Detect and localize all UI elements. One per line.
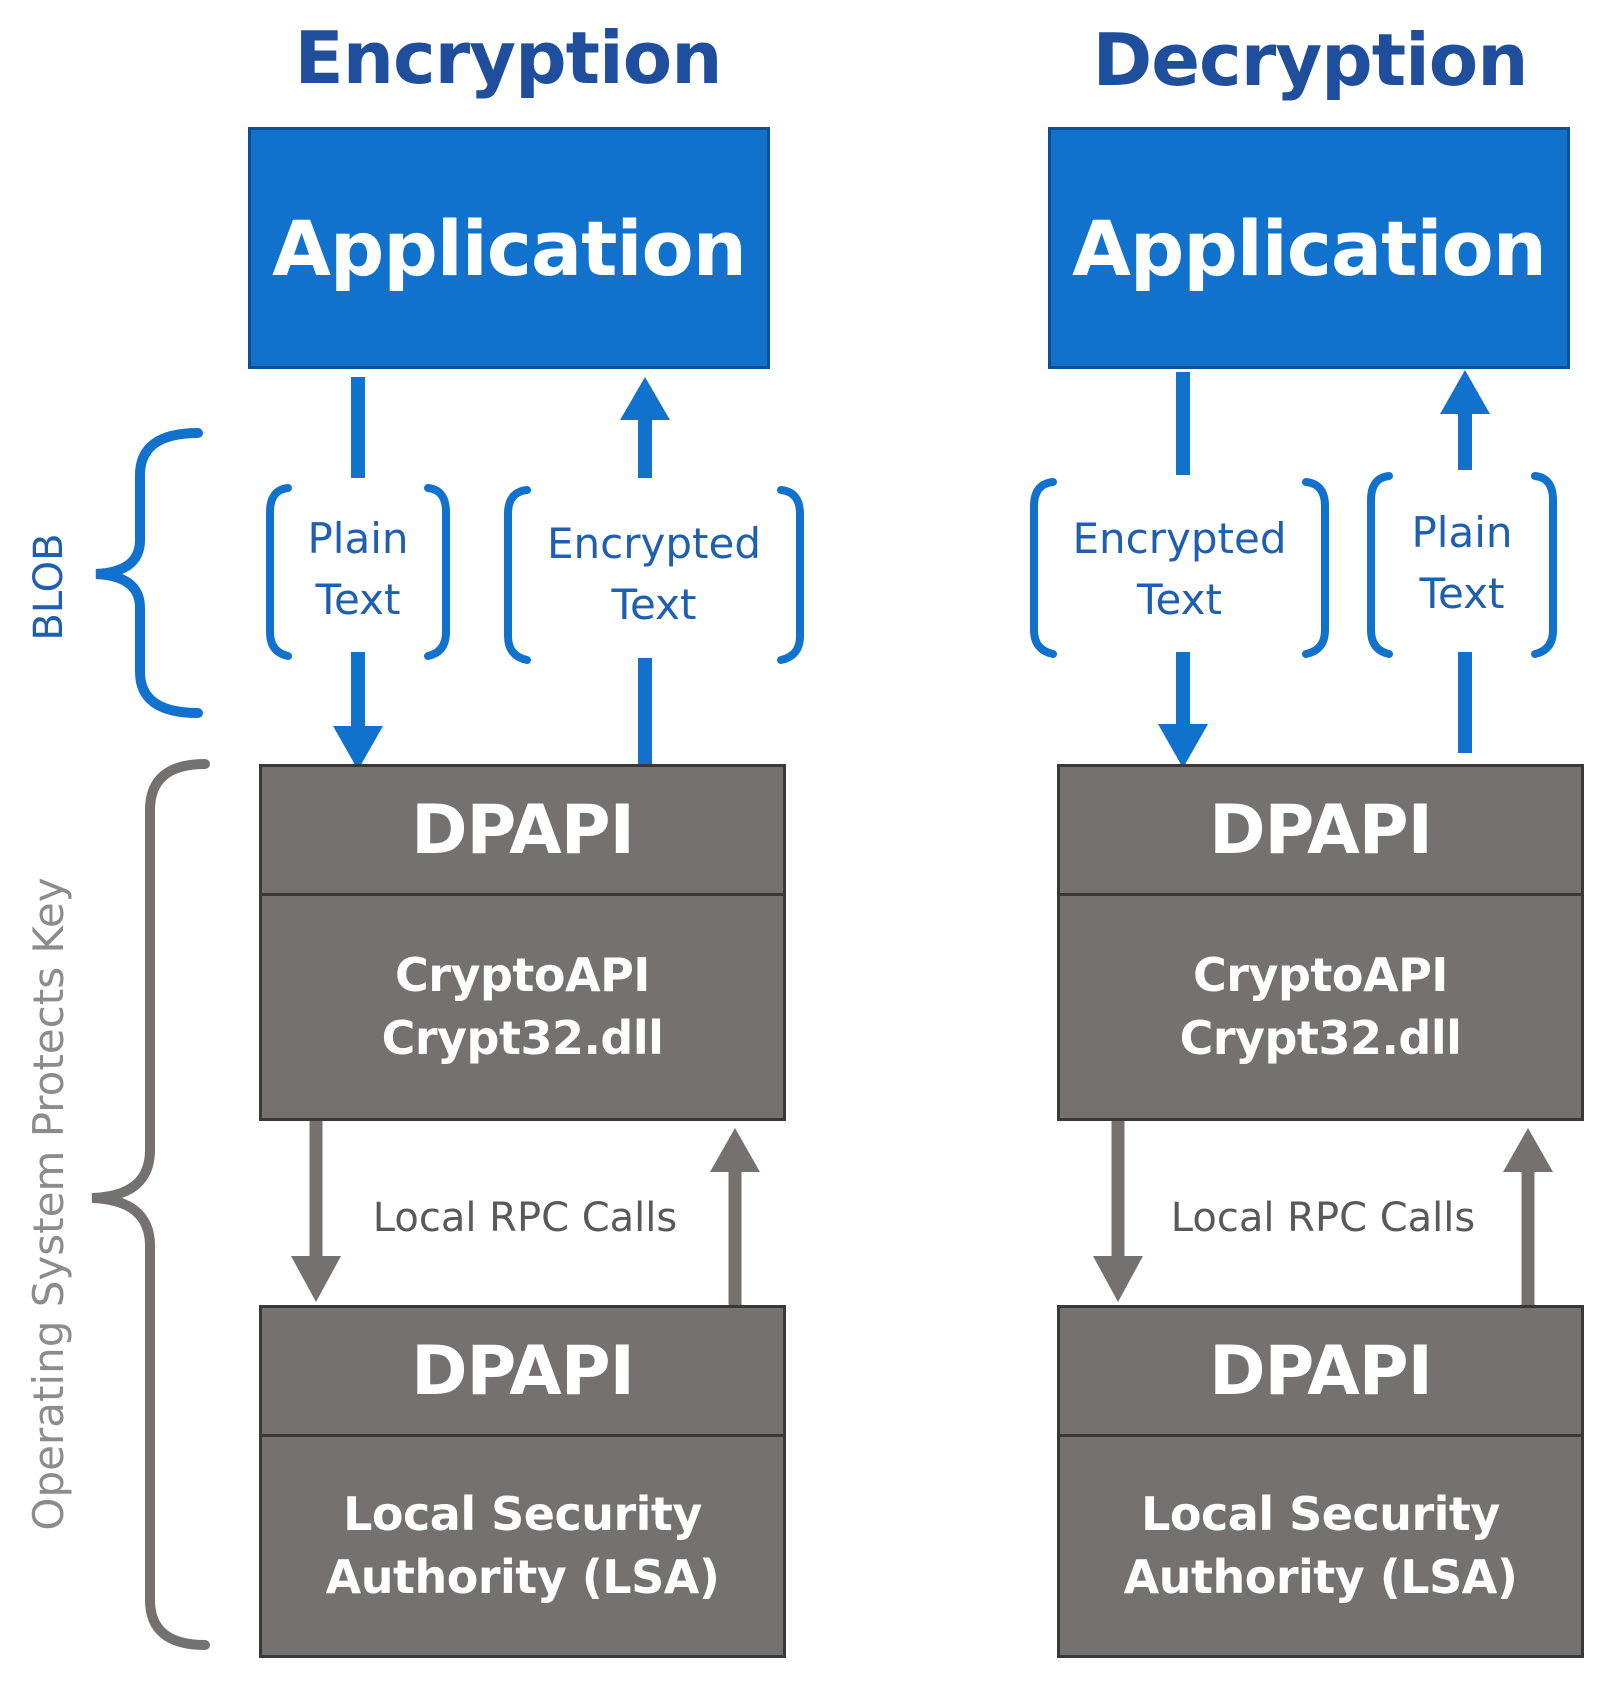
decryption-title: Decryption (1092, 18, 1528, 102)
dec-dpapi-bottom-label: DPAPI (1209, 1331, 1433, 1411)
enc-blob-plain-text: Plain Text (307, 514, 409, 624)
enc-dpapi-top-box: DPAPI (259, 764, 786, 896)
dec-up-arrow (1440, 370, 1490, 753)
dec-blob-encrypted-text: Encrypted Text (1072, 514, 1287, 624)
encryption-title: Encryption (294, 16, 723, 100)
enc-lsa-box: Local Security Authority (LSA) (259, 1434, 786, 1658)
dec-rpc-down-arrow (1093, 1120, 1143, 1302)
enc-up-arrow (620, 377, 670, 764)
dec-rpc-label: Local RPC Calls (1170, 1195, 1476, 1241)
dec-dpapi-bottom-box: DPAPI (1057, 1305, 1584, 1437)
dec-crypt32-label: Crypt32.dll (1179, 1011, 1462, 1065)
dec-cryptoapi-label: CryptoAPI (1193, 947, 1448, 1002)
dec-rpc-up-arrow (1503, 1128, 1553, 1305)
blob-brace (95, 428, 203, 718)
enc-dpapi-bottom-box: DPAPI (259, 1305, 786, 1437)
dec-blob-plain-text: Plain Text (1411, 508, 1513, 618)
dec-encrypted-parens (1030, 478, 1329, 658)
dec-application-box: Application (1048, 127, 1570, 369)
dec-dpapi-top-label: DPAPI (1209, 790, 1433, 870)
enc-plain-parens (266, 484, 450, 660)
dec-dpapi-top-box: DPAPI (1057, 764, 1584, 896)
dec-lsa-line2: Authority (LSA) (1123, 1550, 1518, 1604)
enc-lsa-line1: Local Security (343, 1486, 702, 1541)
dec-cryptoapi-box: CryptoAPI Crypt32.dll (1057, 893, 1584, 1121)
os-brace (91, 759, 210, 1650)
enc-blob-encrypted-text: Encrypted Text (547, 519, 761, 629)
enc-cryptoapi-box: CryptoAPI Crypt32.dll (259, 893, 786, 1121)
dec-application-label: Application (1072, 203, 1547, 293)
enc-application-box: Application (248, 127, 770, 369)
dec-lsa-box: Local Security Authority (LSA) (1057, 1434, 1584, 1658)
enc-dpapi-bottom-label: DPAPI (411, 1331, 635, 1411)
dec-plain-parens (1367, 472, 1557, 658)
enc-down-arrow (333, 377, 383, 770)
enc-rpc-up-arrow (710, 1128, 760, 1305)
os-protects-key-label: Operating System Protects Key (24, 877, 73, 1531)
enc-rpc-down-arrow (291, 1120, 341, 1302)
enc-cryptoapi-label: CryptoAPI (395, 947, 650, 1002)
enc-crypt32-label: Crypt32.dll (381, 1011, 664, 1065)
blob-label: BLOB (26, 533, 72, 641)
enc-lsa-line2: Authority (LSA) (325, 1550, 720, 1604)
enc-rpc-label: Local RPC Calls (372, 1195, 678, 1241)
enc-encrypted-parens (504, 486, 804, 664)
enc-dpapi-top-label: DPAPI (411, 790, 635, 870)
dec-lsa-line1: Local Security (1141, 1486, 1500, 1541)
dec-down-arrow (1158, 372, 1208, 768)
enc-application-label: Application (272, 203, 747, 293)
